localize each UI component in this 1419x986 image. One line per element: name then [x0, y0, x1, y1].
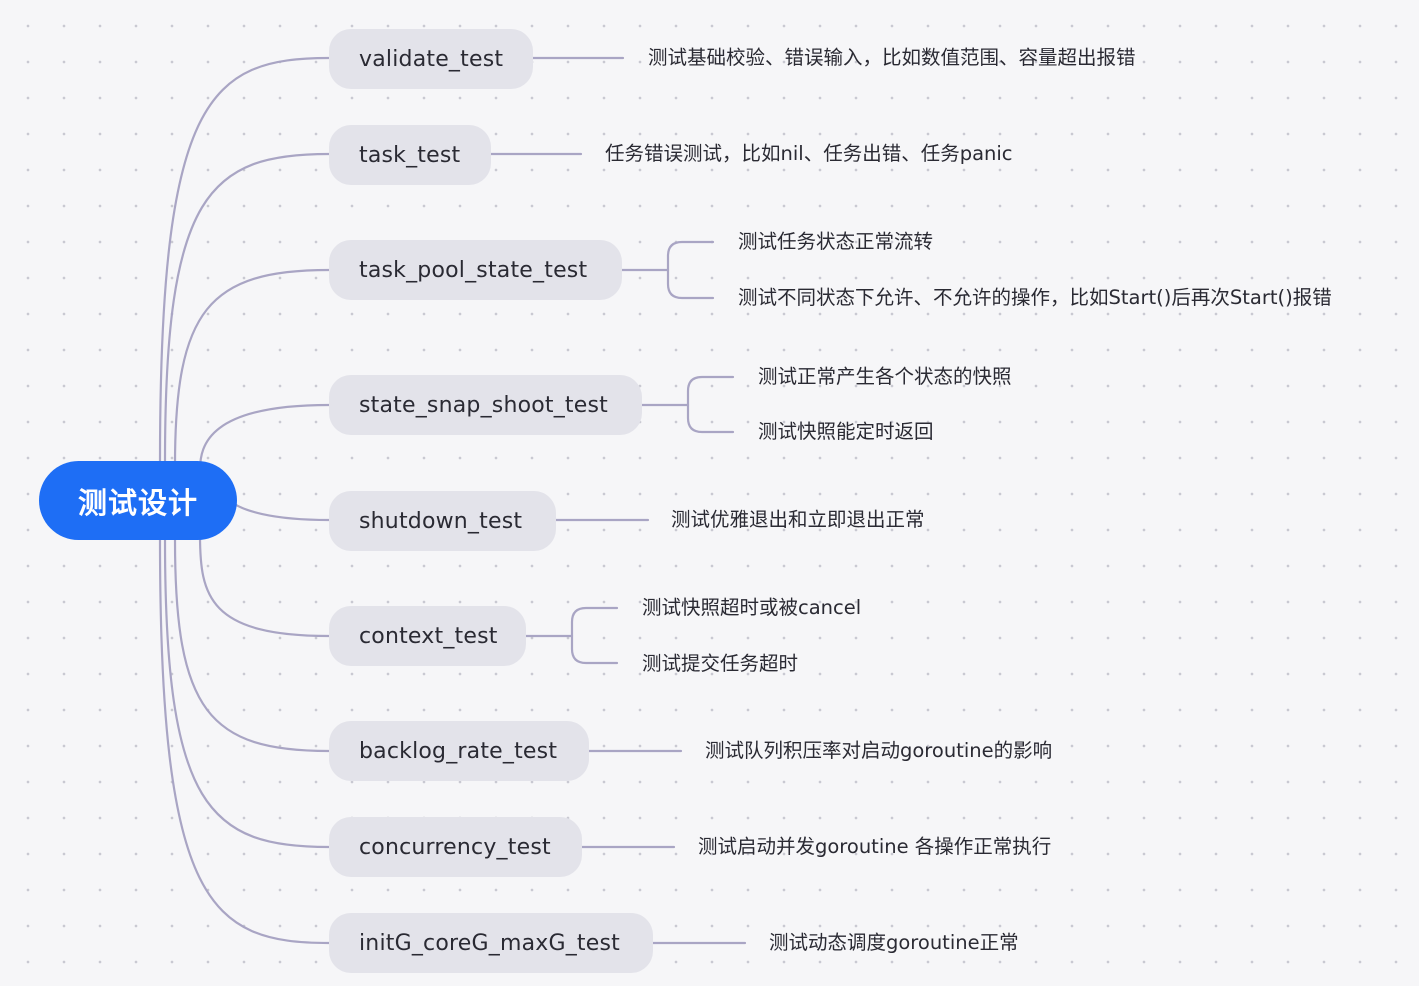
- branch-state-snap-shoot-test[interactable]: state_snap_shoot_test: [329, 375, 642, 435]
- detail-context-2[interactable]: 测试提交任务超时: [642, 652, 799, 675]
- branch-task-pool-state-test[interactable]: task_pool_state_test: [329, 240, 622, 300]
- detail-validate-1[interactable]: 测试基础校验、错误输入，比如数值范围、容量超出报错: [648, 46, 1136, 69]
- root-connector: [173, 268, 331, 467]
- detail-state-snap-2[interactable]: 测试快照能定时返回: [758, 420, 934, 443]
- branch-context-test[interactable]: context_test: [329, 606, 526, 666]
- detail-task-pool-state-1[interactable]: 测试任务状态正常流转: [738, 230, 934, 253]
- detail-concurrency-1[interactable]: 测试启动并发goroutine 各操作正常执行: [698, 835, 1052, 858]
- branch-validate-test[interactable]: validate_test: [329, 29, 533, 89]
- root-connector: [158, 538, 331, 945]
- root-topic[interactable]: 测试设计: [39, 461, 237, 540]
- detail-backlog-rate-1[interactable]: 测试队列积压率对启动goroutine的影响: [705, 739, 1053, 762]
- detail-shutdown-1[interactable]: 测试优雅退出和立即退出正常: [671, 508, 925, 531]
- root-connector: [158, 56, 331, 463]
- branch-concurrency-test[interactable]: concurrency_test: [329, 817, 582, 877]
- detail-task-pool-state-2[interactable]: 测试不同状态下允许、不允许的操作，比如Start()后再次Start()报错: [738, 286, 1332, 309]
- branch-shutdown-test[interactable]: shutdown_test: [329, 491, 556, 551]
- detail-state-snap-1[interactable]: 测试正常产生各个状态的快照: [758, 365, 1012, 388]
- detail-task-1[interactable]: 任务错误测试，比如nil、任务出错、任务panic: [605, 142, 1013, 165]
- root-connector: [223, 493, 331, 522]
- detail-initg-1[interactable]: 测试动态调度goroutine正常: [769, 931, 1019, 954]
- branch-backlog-rate-test[interactable]: backlog_rate_test: [329, 721, 589, 781]
- bracket-connector: [666, 240, 715, 300]
- detail-context-1[interactable]: 测试快照超时或被cancel: [642, 596, 862, 619]
- root-connector: [198, 533, 331, 638]
- root-connector: [163, 152, 331, 463]
- root-connector: [163, 538, 331, 849]
- root-connector: [173, 538, 331, 753]
- branch-task-test[interactable]: task_test: [329, 125, 491, 185]
- branch-initg-coreg-maxg-test[interactable]: initG_coreG_maxG_test: [329, 913, 653, 973]
- root-connector: [198, 403, 331, 472]
- bracket-connector: [570, 606, 619, 665]
- bracket-connector: [686, 375, 735, 434]
